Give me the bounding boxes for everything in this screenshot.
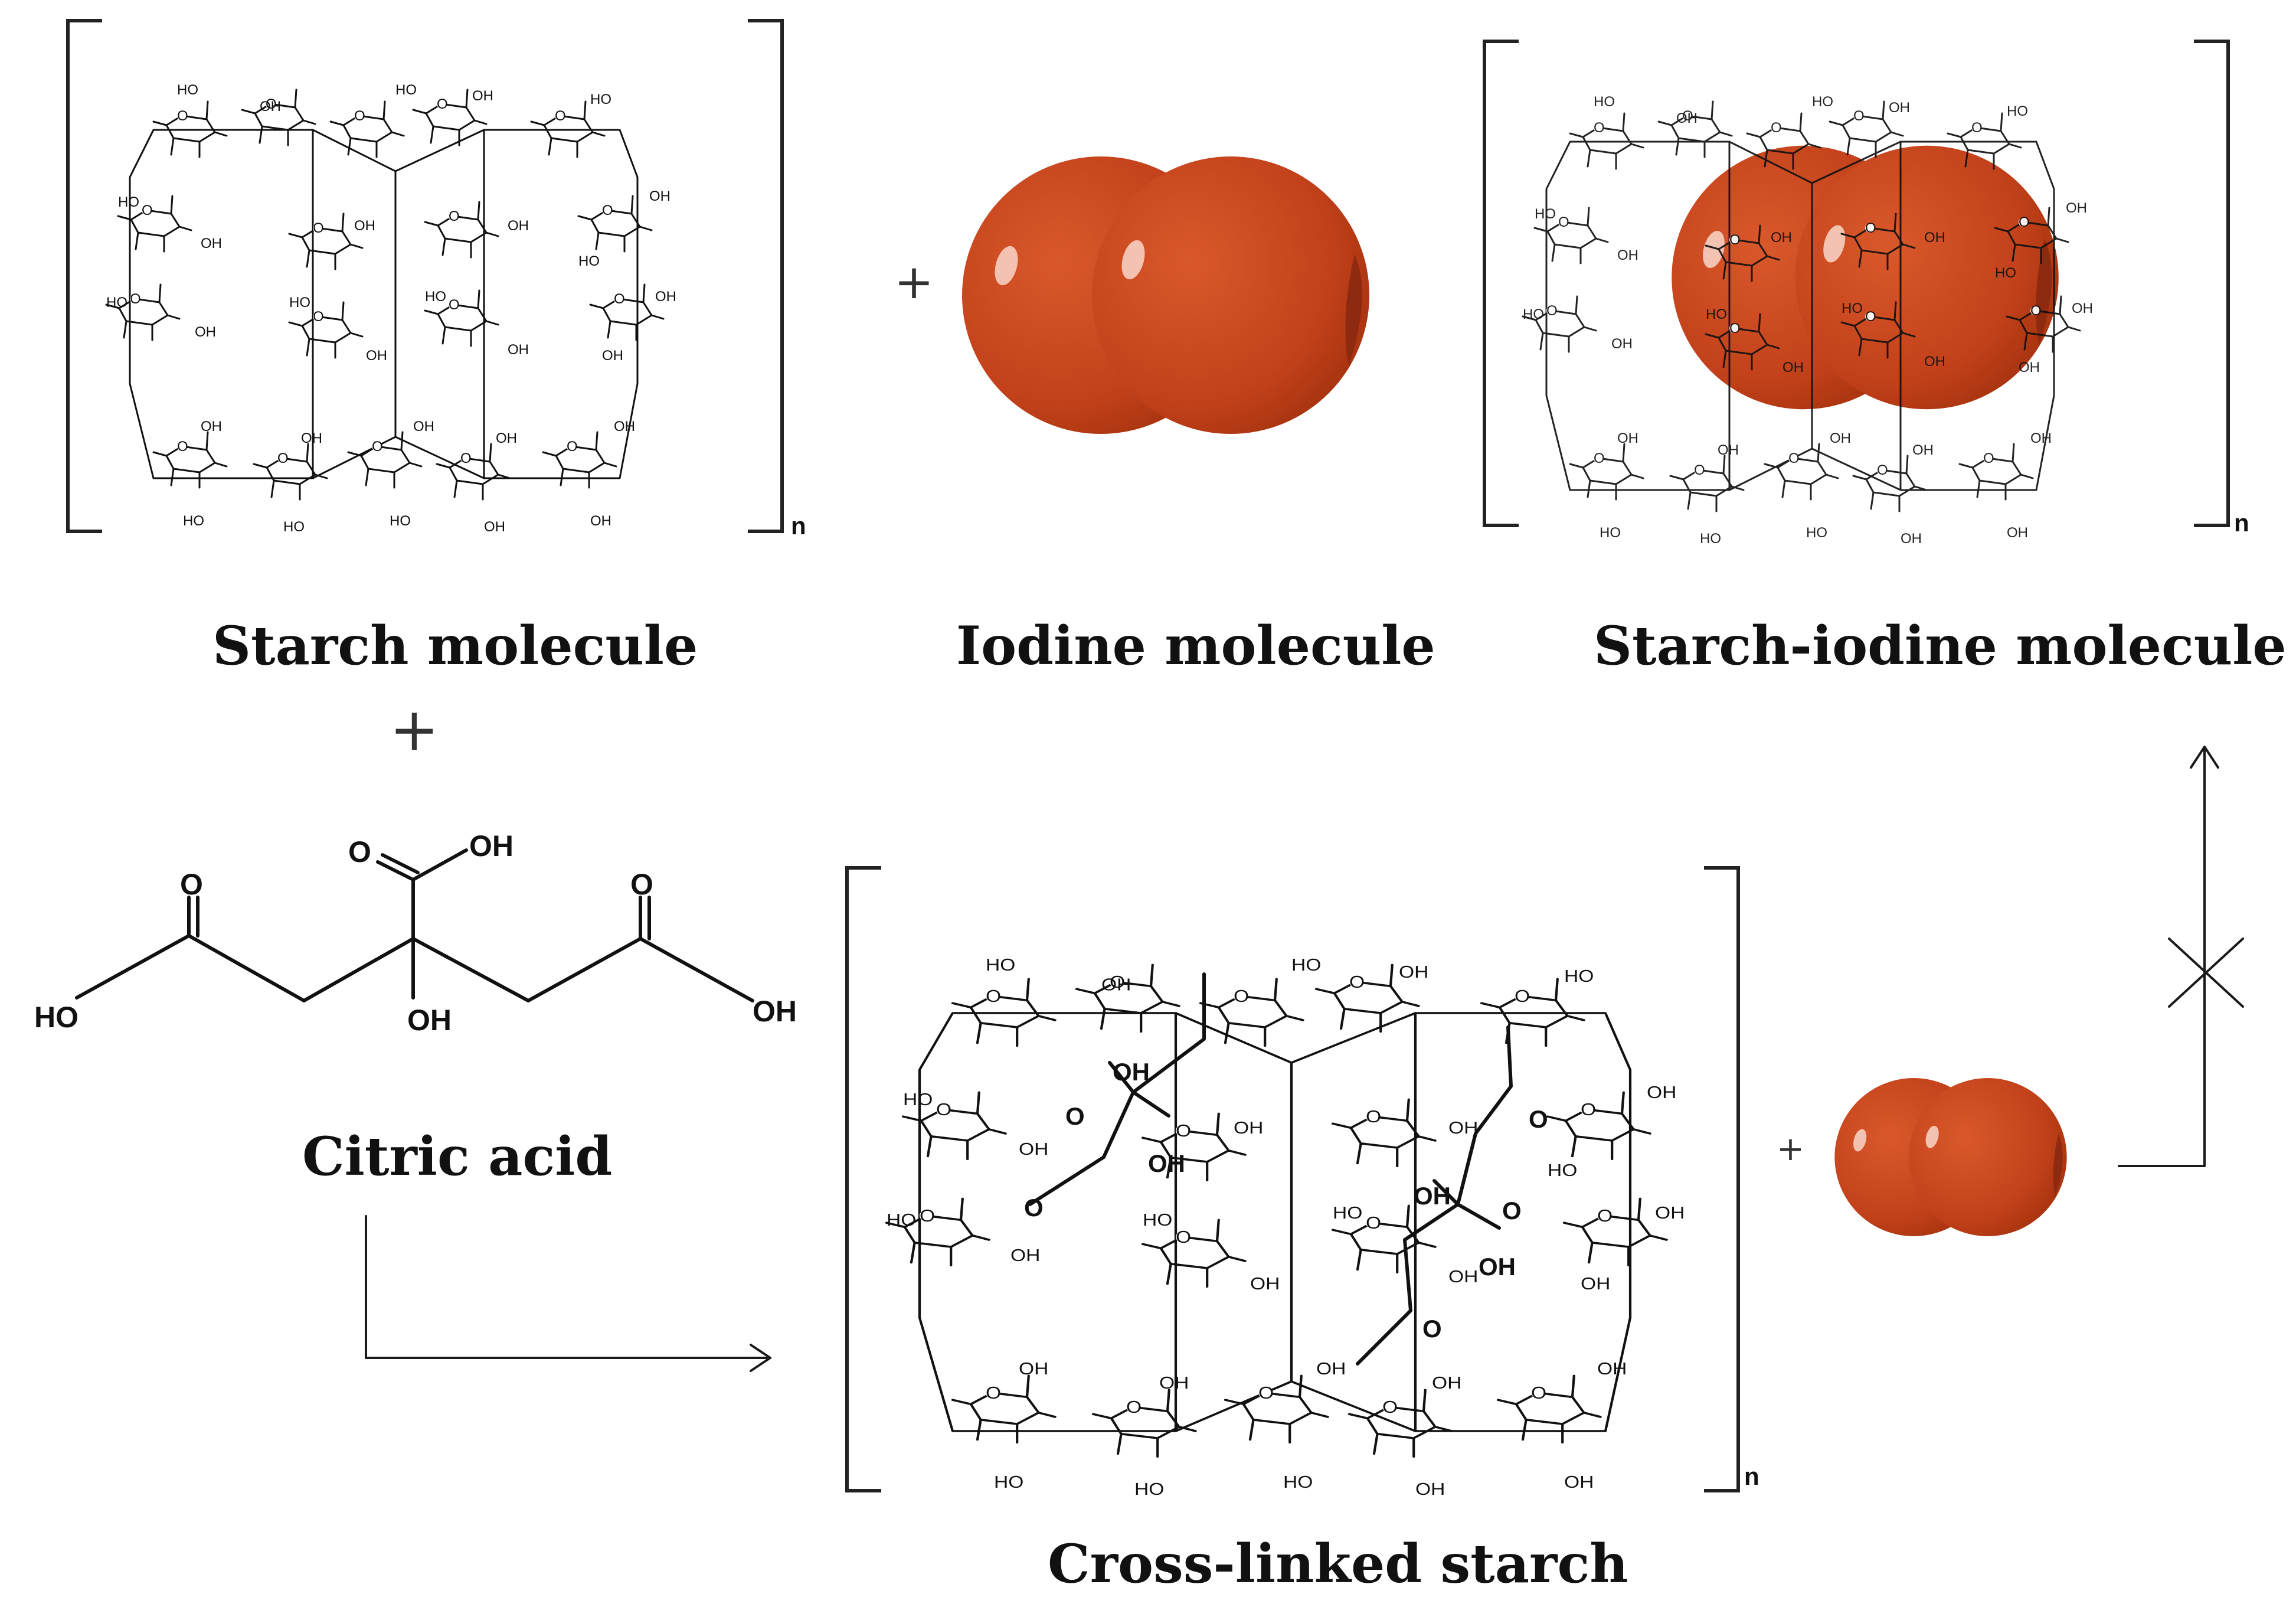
iodine-molecule-small [1834, 1078, 2067, 1236]
citric-oxygen-left: O [180, 868, 203, 901]
crosslink-oh-2: OH [1148, 1149, 1185, 1177]
starch-iodine-molecule-label: Starch-iodine molecule [1594, 615, 2287, 677]
citric-acid-structure: O O O OH OH HO OH [34, 829, 797, 1037]
crosslink-o-4: O [1502, 1197, 1522, 1224]
citric-oxygen-top: O [348, 835, 371, 868]
cross-linked-starch-structure: n OH O OH O O OH O OH O [845, 866, 1759, 1498]
crosslink-oh-4: OH [1479, 1253, 1516, 1281]
plus-sign-top: + [894, 254, 934, 309]
crosslink-o-5: O [1422, 1315, 1442, 1343]
citric-acid-label: Citric acid [302, 1125, 612, 1188]
crosslinked-repeat-n: n [1744, 1462, 1759, 1490]
iodine-molecule [962, 156, 1369, 434]
citric-oh-right: OH [753, 995, 797, 1028]
reaction-arrow-bottom [365, 1215, 771, 1372]
plus-sign-left: + [390, 695, 439, 764]
citric-oh-middle: OH [407, 1004, 452, 1037]
starch-molecule-label: Starch molecule [212, 615, 698, 677]
citric-oh-top: OH [469, 829, 514, 863]
crosslink-oh-1: OH [1113, 1058, 1150, 1086]
cross-linked-starch-label: Cross-linked starch [1048, 1533, 1628, 1595]
blocked-cross-icon [2168, 938, 2244, 1008]
starch-molecule-structure: n [66, 19, 806, 540]
starch-iodine-complex: n [1483, 40, 2249, 547]
crosslink-o-2: O [1024, 1194, 1044, 1221]
crosslink-o-1: O [1065, 1102, 1085, 1130]
iodine-molecule-label: Iodine molecule [956, 615, 1435, 677]
blocked-arrow [2118, 746, 2219, 1167]
starch-repeat-n: n [791, 512, 806, 540]
plus-sign-bottom: + [1777, 1130, 1804, 1168]
starch-iodine-repeat-n: n [2234, 509, 2249, 537]
crosslink-o-3: O [1529, 1105, 1548, 1133]
crosslink-oh-3: OH [1414, 1182, 1451, 1210]
citric-oxygen-right: O [630, 868, 653, 901]
citric-ho-left: HO [34, 1001, 79, 1034]
